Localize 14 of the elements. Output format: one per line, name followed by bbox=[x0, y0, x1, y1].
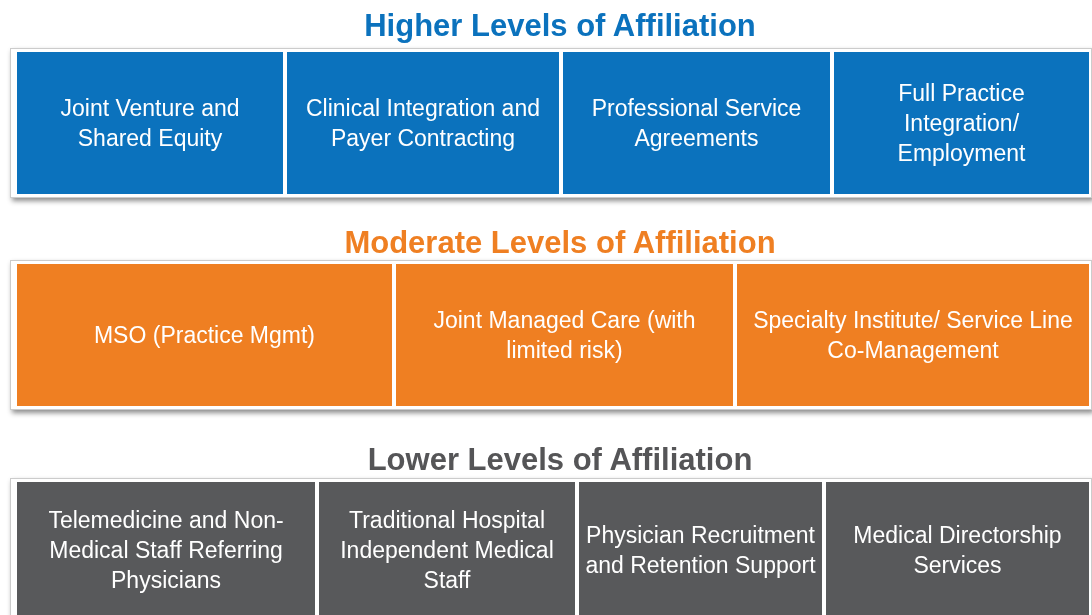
category-box: MSO (Practice Mgmt) bbox=[17, 264, 392, 406]
category-box: Clinical Integration and Payer Contracting bbox=[287, 52, 559, 194]
section-heading: Higher Levels of Affiliation bbox=[363, 8, 757, 44]
category-box: Joint Venture and Shared Equity bbox=[17, 52, 283, 194]
category-box: Specialty Institute/ Service Line Co-Management bbox=[737, 264, 1089, 406]
section-heading: Lower Levels of Affiliation bbox=[366, 442, 754, 478]
category-box: Medical Directorship Services bbox=[826, 482, 1089, 615]
category-box: Full Practice Integration/ Employment bbox=[834, 52, 1089, 194]
category-box: Joint Managed Care (with limited risk) bbox=[396, 264, 733, 406]
section-heading: Moderate Levels of Affiliation bbox=[343, 225, 777, 261]
category-box: Traditional Hospital Independent Medical Staff bbox=[319, 482, 575, 615]
category-box: Physician Recruitment and Retention Support bbox=[579, 482, 822, 615]
category-box: Professional Service Agreements bbox=[563, 52, 830, 194]
category-box: Telemedicine and Non-Medical Staff Referring Physicians bbox=[17, 482, 315, 615]
